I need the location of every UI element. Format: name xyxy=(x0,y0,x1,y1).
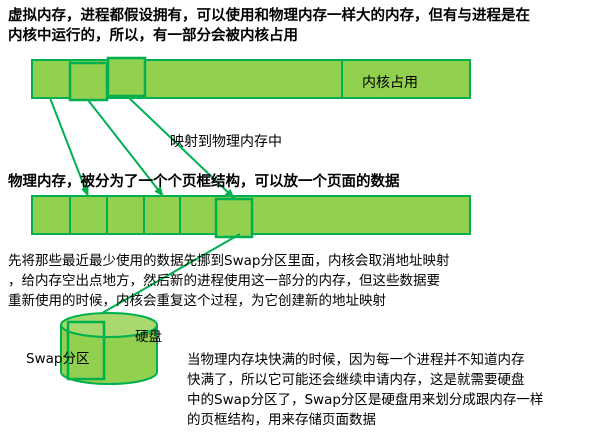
intro-line-2: 内核中运行的，所以，有一部分会被内核占用 xyxy=(8,28,298,44)
swap-partition-box xyxy=(66,320,106,381)
full-explain-line-2: 快满了，所以它可能还会继续申请内存，这是就需要硬盘 xyxy=(187,372,525,388)
swap-explanation: 先将那些最近最少使用的数据先挪到Swap分区里面，内核会取消地址映射 ，给内存空出… xyxy=(8,251,604,311)
full-explain-line-1: 当物理内存块快满的时候，因为每一个进程并不知道内存 xyxy=(187,352,525,368)
full-explain-line-3: 中的Swap分区了，Swap分区是硬盘用来划分成跟内存一样 xyxy=(187,392,544,408)
virtual-page-3 xyxy=(106,56,147,98)
intro-text: 虚拟内存，进程都假设拥有，可以使用和物理内存一样大的内存，但有与进程是在内核中运… xyxy=(8,6,614,46)
mapping-arrow xyxy=(126,95,235,199)
mapping-label: 映射到物理内存中 xyxy=(170,134,282,150)
virtual-memory-bar xyxy=(31,56,471,102)
disk-top xyxy=(60,312,158,338)
physical-memory-title: 物理内存，被分为了一个个页框结构，可以放一个页面的数据 xyxy=(8,174,400,190)
disk-body xyxy=(60,324,158,385)
swap-explain-line-1: 先将那些最近最少使用的数据先挪到Swap分区里面，内核会取消地址映射 xyxy=(8,253,450,269)
virtual-page-2 xyxy=(68,61,109,102)
kernel-occupied-label: 内核占用 xyxy=(362,75,418,91)
memory-full-explanation: 当物理内存块快满的时候，因为每一个进程并不知道内存快满了，所以它可能还会继续申请… xyxy=(187,350,614,430)
disk-label: 硬盘 xyxy=(135,329,162,345)
disk-cylinder xyxy=(60,312,158,385)
mapping-arrows xyxy=(49,95,241,321)
intro-line-1: 虚拟内存，进程都假设拥有，可以使用和物理内存一样大的内存，但有与进程是在 xyxy=(8,8,530,24)
mapping-arrow xyxy=(87,99,164,197)
mapping-arrow xyxy=(49,97,89,197)
page-frame-highlight xyxy=(214,197,254,239)
full-explain-line-4: 的页框结构，用来存储页面数据 xyxy=(187,412,376,428)
physical-memory-bar xyxy=(31,195,471,239)
mapping-arrow xyxy=(89,233,241,321)
swap-explain-line-3: 重新使用的时候，内核会重复这个过程，为它创建新的地址映射 xyxy=(8,293,386,309)
swap-partition-label: Swap分区 xyxy=(26,351,90,367)
swap-explain-line-2: ，给内存空出点地方，然后新的进程使用这一部分的内存，但这些数据要 xyxy=(8,273,440,289)
